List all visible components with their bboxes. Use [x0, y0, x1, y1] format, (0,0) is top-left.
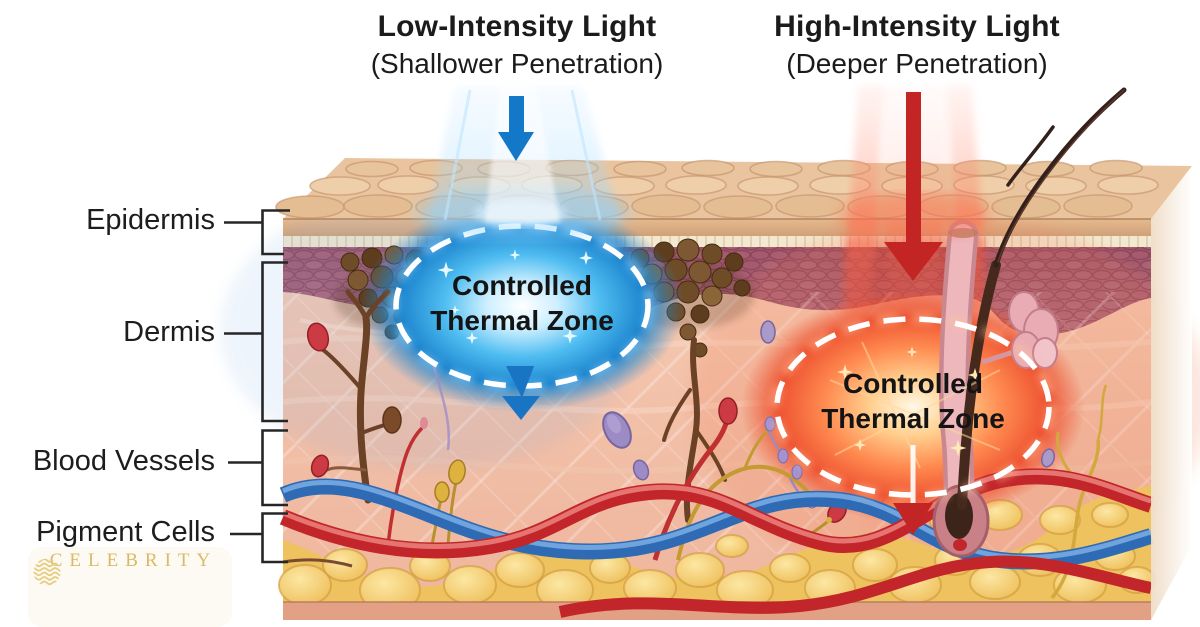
high-zone-text-line1: Controlled [843, 368, 983, 399]
brand-logo: CELEBRITY [28, 547, 232, 627]
low-intensity-subtitle: (Shallower Penetration) [370, 48, 664, 79]
immune-cells [602, 320, 1055, 481]
touch-receptor-bulb [310, 454, 330, 478]
melanocyte-body [382, 406, 402, 434]
touch-receptor-bulb [306, 322, 330, 352]
nerve-tree-left [320, 289, 391, 504]
low-intensity-light-beam [428, 86, 620, 222]
low-zone-exit-arrow-icon [502, 366, 540, 420]
high-intensity-subtitle: (Deeper Penetration) [786, 48, 1048, 79]
bracket-epidermis [261, 209, 290, 256]
high-zone-dashed-border [774, 316, 1052, 498]
brand-name: CELEBRITY [49, 550, 218, 571]
label-blood-vessels: Blood Vessels [32, 445, 215, 477]
high-zone-sparkles [829, 341, 1001, 469]
low-thermal-zone-glow [360, 200, 684, 412]
gland-bulbs-left [430, 459, 466, 546]
label-pigment-cells: Pigment Cells [36, 516, 215, 548]
high-intensity-title: High-Intensity Light [774, 10, 1060, 43]
capillary-branch-left [386, 417, 428, 546]
bracket-pigment-cells [261, 512, 288, 564]
high-zone-text-line2: Thermal Zone [821, 403, 1005, 434]
low-intensity-title: Low-Intensity Light [377, 10, 657, 43]
hair-follicle [932, 219, 1001, 558]
label-dermis: Dermis [123, 316, 215, 348]
low-zone-text-line1: Controlled [452, 270, 592, 301]
high-beam-arrow-icon [884, 92, 943, 281]
low-beam-arrow-icon [498, 96, 534, 161]
nerve-fiber-left [282, 558, 353, 568]
bracket-dermis [261, 261, 288, 423]
label-epidermis: Epidermis [86, 204, 215, 236]
blood-vessel-red-lower [558, 555, 1153, 618]
bracket-blood-vessels [261, 429, 288, 507]
wave-emblem-icon [33, 558, 61, 586]
skin-block-right-face [1151, 166, 1192, 620]
hair-shaft [993, 87, 1127, 268]
low-zone-text-line2: Thermal Zone [430, 305, 614, 336]
high-zone-exit-arrow-icon [893, 445, 933, 535]
layer-brackets [224, 209, 290, 564]
